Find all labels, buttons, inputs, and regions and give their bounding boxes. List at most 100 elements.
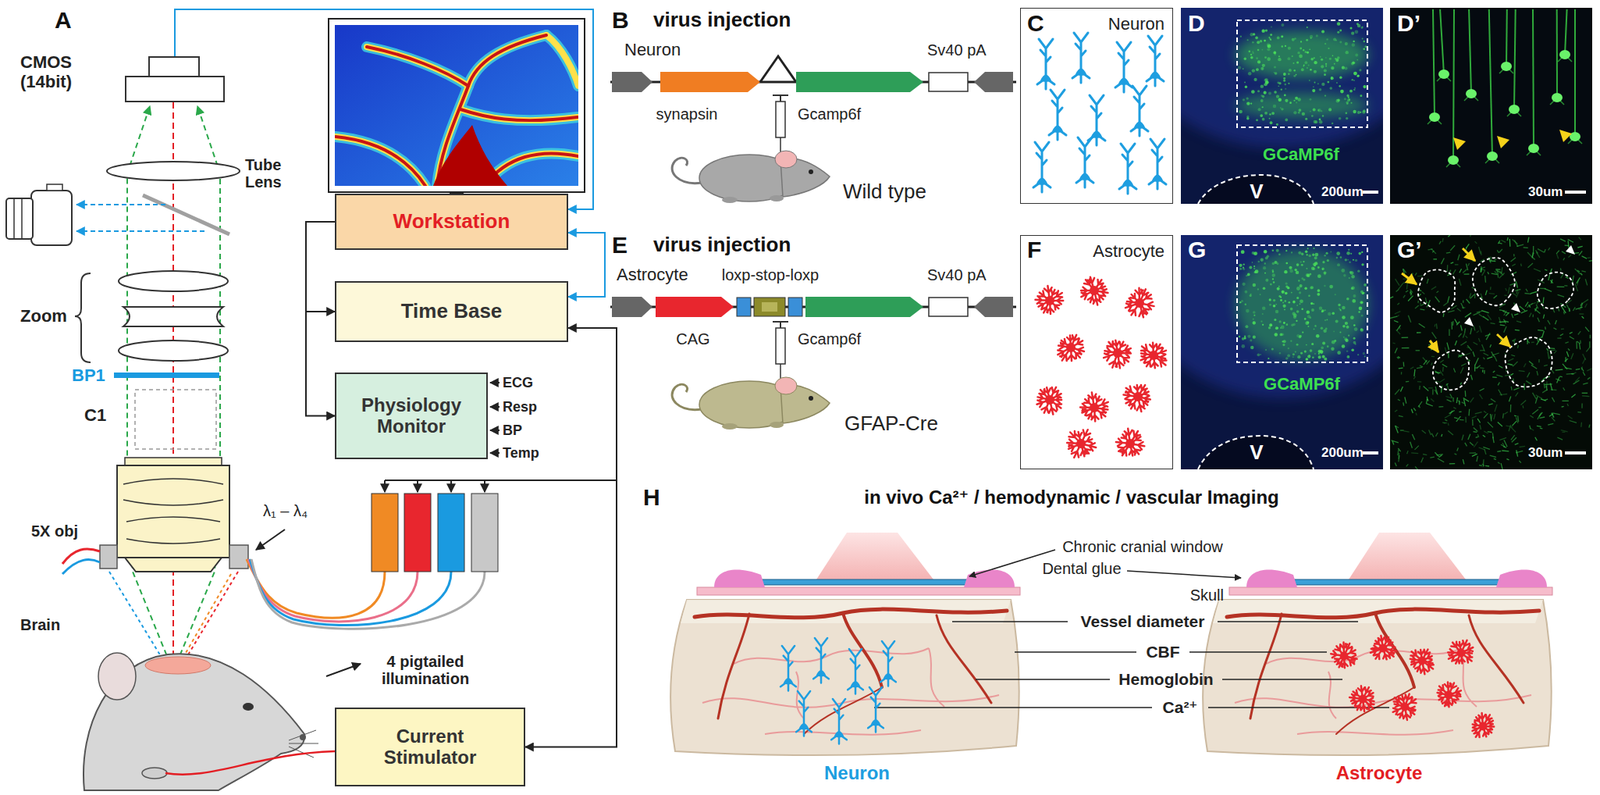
micrograph-astrocytes	[1425, 297, 1426, 303]
micrograph-astrocytes	[1476, 310, 1483, 313]
neuron-cell	[816, 669, 827, 677]
brain-block	[963, 568, 1015, 587]
micrograph-astrocytes	[1401, 273, 1417, 285]
micrograph-astrocytes	[1464, 316, 1474, 327]
micrograph-section	[1346, 349, 1349, 352]
leader-lines	[1189, 650, 1327, 653]
micrograph-astrocytes	[1439, 405, 1444, 408]
micrograph-astrocytes	[1413, 376, 1416, 379]
micrograph-section	[1360, 327, 1364, 331]
micrograph-astrocytes	[1515, 392, 1519, 397]
micrograph-astrocytes	[1452, 397, 1454, 402]
input-arrows	[490, 382, 500, 453]
astrocyte-cell	[1410, 649, 1434, 675]
micrograph-section	[1259, 113, 1263, 118]
micrograph-section	[1360, 290, 1364, 294]
micrograph-section	[1336, 350, 1341, 355]
micrograph-section	[1339, 330, 1341, 333]
micrograph-astrocytes	[1493, 436, 1495, 443]
micrograph-astrocytes	[1575, 368, 1581, 370]
micrograph-astrocytes	[1479, 447, 1486, 450]
micrograph-astrocytes	[1547, 320, 1551, 324]
micrograph-section	[1317, 109, 1320, 111]
micrograph-astrocytes	[1502, 412, 1504, 418]
micrograph-astrocytes	[1555, 369, 1564, 370]
micrograph-neurons	[1514, 9, 1516, 110]
light-sources	[371, 493, 399, 572]
micrograph-astrocytes	[1532, 252, 1534, 258]
micrograph-section	[1246, 96, 1249, 100]
micrograph-section	[1297, 51, 1300, 54]
camera-sensor: CMOS (14bit)	[124, 56, 225, 103]
micrograph-section	[1242, 67, 1245, 70]
neuron-cell	[1052, 125, 1064, 134]
leader-lines	[1127, 570, 1241, 578]
micrograph-astrocytes	[1527, 252, 1533, 257]
micrograph-astrocytes	[1501, 266, 1503, 274]
micrograph-section	[1265, 278, 1269, 282]
micrograph-astrocytes	[1589, 334, 1591, 339]
micrograph-section	[1255, 36, 1259, 40]
micrograph-astrocytes	[1457, 308, 1462, 312]
micrograph-section	[1271, 347, 1274, 350]
micrograph-astrocytes	[1511, 437, 1517, 442]
micrograph-astrocytes	[1514, 313, 1519, 316]
micrograph-section	[1300, 352, 1303, 355]
micrograph-astrocytes	[1546, 385, 1547, 392]
micrograph-section	[1283, 94, 1287, 97]
workstation-box: Workstation	[334, 193, 569, 250]
micrograph-section	[1362, 190, 1379, 194]
micrograph-astrocytes	[1462, 299, 1464, 303]
micrograph-section	[1358, 252, 1362, 256]
micrograph-astrocytes	[1518, 415, 1519, 422]
micrograph-section	[1295, 101, 1298, 104]
annotation-label: Temp	[502, 444, 540, 461]
brain-block	[718, 613, 750, 719]
micrograph-section	[1292, 300, 1296, 304]
micrograph-section	[1257, 260, 1259, 263]
micrograph-astrocytes	[1547, 351, 1550, 360]
micrograph-section	[1321, 30, 1325, 34]
micrograph-section	[1251, 41, 1255, 44]
micrograph-astrocytes	[1548, 247, 1551, 250]
micrograph-astrocytes	[1482, 434, 1486, 437]
panel-letter: D’	[1397, 10, 1421, 37]
micrograph-astrocytes	[1512, 239, 1519, 245]
micrograph-section	[1276, 81, 1280, 85]
micrograph-section	[1320, 110, 1323, 112]
mouse-head	[98, 652, 136, 700]
viral-construct	[974, 71, 1014, 93]
micrograph-section	[1264, 262, 1266, 264]
mouse-gfap-cre	[672, 376, 830, 430]
node-label: Current Stimulator	[371, 725, 489, 768]
micrograph-astrocytes	[1390, 296, 1394, 300]
micrograph-section	[1252, 335, 1256, 339]
objective-lens	[124, 557, 222, 572]
micrograph-section	[1312, 253, 1315, 256]
micrograph-astrocytes	[1403, 430, 1409, 432]
micrograph-astrocytes	[1442, 238, 1444, 242]
micrograph-section	[1252, 318, 1255, 320]
micrograph-astrocytes	[1552, 412, 1561, 415]
zoom-lenses	[118, 340, 228, 361]
micrograph-section	[1275, 326, 1279, 330]
leader-lines	[975, 678, 1110, 680]
neuron-cell	[783, 677, 794, 685]
micrograph-astrocytes	[1539, 288, 1547, 290]
micrograph-neurons	[1486, 151, 1498, 161]
micrograph-section	[1263, 249, 1268, 254]
micrograph-astrocytes	[1390, 234, 1593, 470]
micrograph-astrocytes	[1406, 463, 1409, 466]
micrograph-section	[1292, 352, 1295, 356]
annotation-label: λ₁ – λ₄	[263, 501, 308, 520]
micrograph-section	[1284, 99, 1288, 103]
micrograph-section	[1257, 352, 1261, 356]
brain-block	[714, 568, 765, 587]
light-sources	[404, 493, 431, 572]
micrograph-section	[1322, 329, 1327, 333]
micrograph-astrocytes	[1423, 385, 1430, 391]
astrocyte-cell	[1418, 656, 1427, 665]
micrograph-section	[1361, 110, 1366, 114]
annotation-label: Zoom	[20, 306, 68, 327]
micrograph-section	[1283, 72, 1287, 76]
